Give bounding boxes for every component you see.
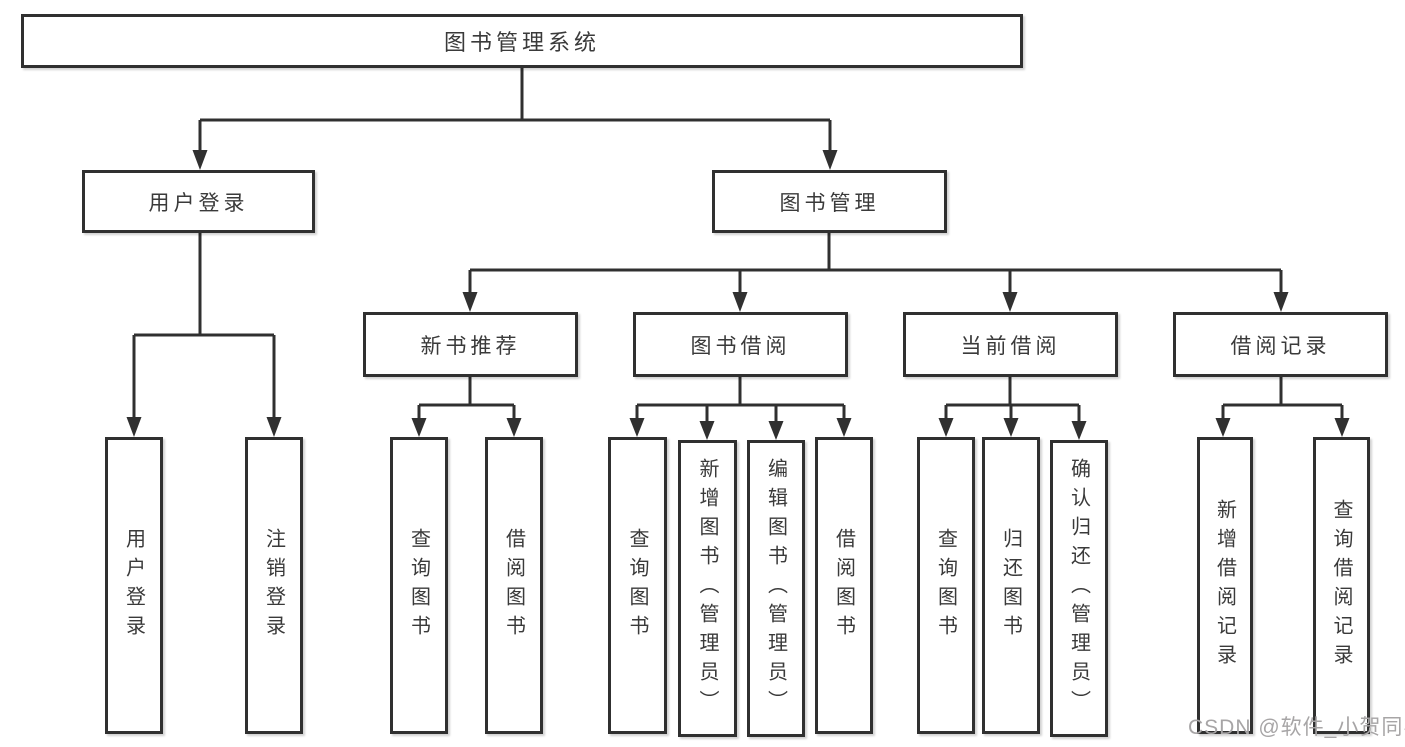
leaf-user-login: 用户登录 bbox=[105, 437, 163, 734]
node-root-label: 图书管理系统 bbox=[443, 30, 600, 55]
leaf-confirm-return-admin: 确认归还（管理员） bbox=[1050, 440, 1108, 737]
node-new-book-recommend: 新书推荐 bbox=[363, 312, 578, 377]
leaf-add-borrow-record-label: 新增借阅记录 bbox=[1213, 498, 1236, 673]
leaf-logout: 注销登录 bbox=[245, 437, 303, 734]
leaf-return-books: 归还图书 bbox=[982, 437, 1040, 734]
node-user-login: 用户登录 bbox=[82, 170, 315, 233]
leaf-user-login-label: 用户登录 bbox=[122, 527, 145, 644]
node-new-book-recommend-label: 新书推荐 bbox=[420, 334, 521, 358]
leaf-query-borrow-record-label: 查询借阅记录 bbox=[1330, 498, 1352, 673]
leaf-borrow-books-borrowing: 借阅图书 bbox=[815, 437, 873, 734]
node-user-login-label: 用户登录 bbox=[148, 191, 249, 215]
leaf-borrow-books-recommend: 借阅图书 bbox=[485, 437, 543, 734]
leaf-add-books-admin-label: 新增图书（管理员） bbox=[696, 458, 718, 719]
leaf-query-books-recommend-label: 查询图书 bbox=[407, 527, 430, 644]
leaf-add-borrow-record: 新增借阅记录 bbox=[1197, 437, 1253, 734]
leaf-query-books-borrowing-label: 查询图书 bbox=[626, 527, 648, 644]
leaf-edit-books-admin: 编辑图书（管理员） bbox=[747, 440, 805, 737]
node-borrowing-records: 借阅记录 bbox=[1173, 312, 1388, 377]
leaf-query-books-recommend: 查询图书 bbox=[390, 437, 448, 734]
leaf-query-books-borrowing: 查询图书 bbox=[608, 437, 667, 734]
leaf-query-books-current-label: 查询图书 bbox=[934, 527, 957, 644]
leaf-add-books-admin: 新增图书（管理员） bbox=[678, 440, 737, 737]
node-book-borrowing: 图书借阅 bbox=[633, 312, 848, 377]
node-book-management: 图书管理 bbox=[712, 170, 947, 233]
watermark: CSDN @软件_小贺同学 bbox=[1188, 716, 1405, 739]
leaf-return-books-label: 归还图书 bbox=[999, 527, 1022, 644]
node-borrowing-records-label: 借阅记录 bbox=[1230, 334, 1331, 358]
leaf-logout-label: 注销登录 bbox=[262, 527, 285, 644]
node-root: 图书管理系统 bbox=[21, 14, 1023, 68]
node-current-borrowing-label: 当前借阅 bbox=[960, 334, 1061, 358]
node-current-borrowing: 当前借阅 bbox=[903, 312, 1118, 377]
leaf-query-books-current: 查询图书 bbox=[917, 437, 975, 734]
node-book-management-label: 图书管理 bbox=[779, 191, 880, 215]
leaf-confirm-return-admin-label: 确认归还（管理员） bbox=[1067, 458, 1090, 719]
leaf-edit-books-admin-label: 编辑图书（管理员） bbox=[764, 458, 787, 719]
leaf-borrow-books-borrowing-label: 借阅图书 bbox=[832, 527, 855, 644]
leaf-query-borrow-record: 查询借阅记录 bbox=[1313, 437, 1370, 734]
node-book-borrowing-label: 图书借阅 bbox=[690, 334, 791, 358]
leaf-borrow-books-recommend-label: 借阅图书 bbox=[502, 527, 525, 644]
